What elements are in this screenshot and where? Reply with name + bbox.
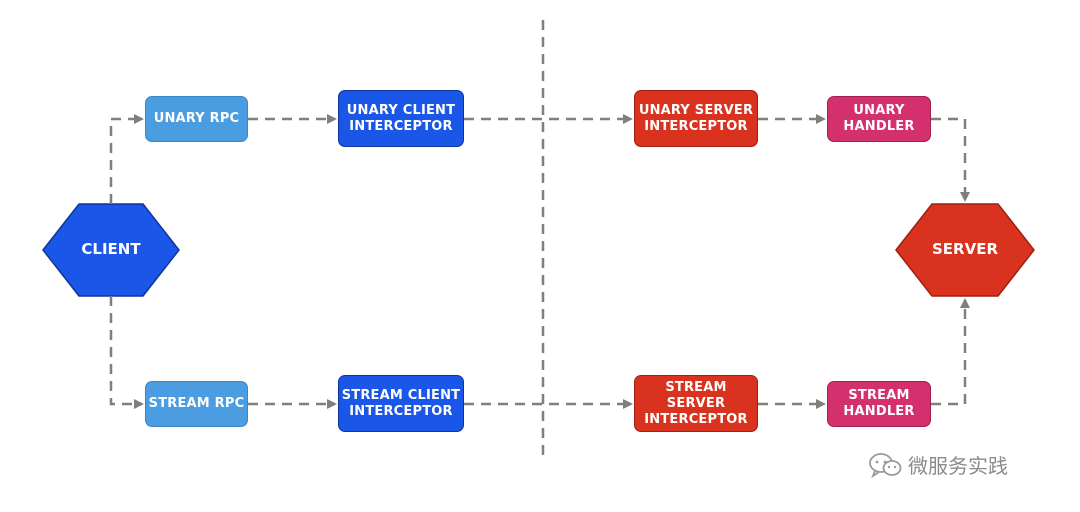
unary-handler-line1: UNARY — [853, 103, 905, 118]
unary-client-interceptor-box: UNARY CLIENT INTERCEPTOR — [338, 90, 464, 147]
unary-client-interceptor-line2: INTERCEPTOR — [349, 118, 453, 134]
unary-server-interceptor-box: UNARY SERVER INTERCEPTOR — [634, 90, 758, 147]
unary-rpc-box: UNARY RPC — [145, 96, 248, 142]
stream-handler-box: STREAM HANDLER — [827, 381, 931, 427]
stream-server-interceptor-box: STREAM SERVER INTERCEPTOR — [634, 375, 758, 432]
unary-handler-line2: HANDLER — [843, 119, 915, 134]
watermark: 微服务实践 — [868, 450, 1008, 479]
connector-client-to-unary-rpc — [109, 114, 144, 204]
watermark-text: 微服务实践 — [908, 454, 1008, 478]
stream-handler-line1: STREAM — [848, 388, 910, 403]
unary-handler-box: UNARY HANDLER — [827, 96, 931, 142]
client-label: CLIENT — [81, 240, 141, 258]
stream-client-interceptor-box: STREAM CLIENT INTERCEPTOR — [338, 375, 464, 432]
connector-stream-handler-to-server — [931, 298, 970, 406]
server-label: SERVER — [931, 240, 998, 258]
stream-client-interceptor-line1: STREAM CLIENT — [341, 387, 461, 403]
stream-server-interceptor-line1: STREAM SERVER — [665, 379, 727, 411]
connector-unary-handler-to-server — [931, 117, 970, 202]
connector-client-to-stream-rpc — [109, 296, 144, 409]
stream-handler-line2: HANDLER — [843, 404, 915, 419]
stream-rpc-box: STREAM RPC — [145, 381, 248, 427]
unary-client-interceptor-line1: UNARY CLIENT — [346, 102, 456, 118]
unary-server-interceptor-line2: INTERCEPTOR — [644, 118, 748, 134]
unary-server-interceptor-line1: UNARY SERVER — [638, 102, 754, 118]
stream-rpc-label: STREAM RPC — [148, 396, 245, 411]
unary-rpc-label: UNARY RPC — [153, 111, 240, 126]
stream-client-interceptor-line2: INTERCEPTOR — [349, 403, 453, 419]
wechat-icon — [869, 452, 902, 478]
client-node — [42, 203, 180, 297]
server-node — [895, 203, 1035, 297]
stream-server-interceptor-line2: INTERCEPTOR — [644, 411, 748, 427]
